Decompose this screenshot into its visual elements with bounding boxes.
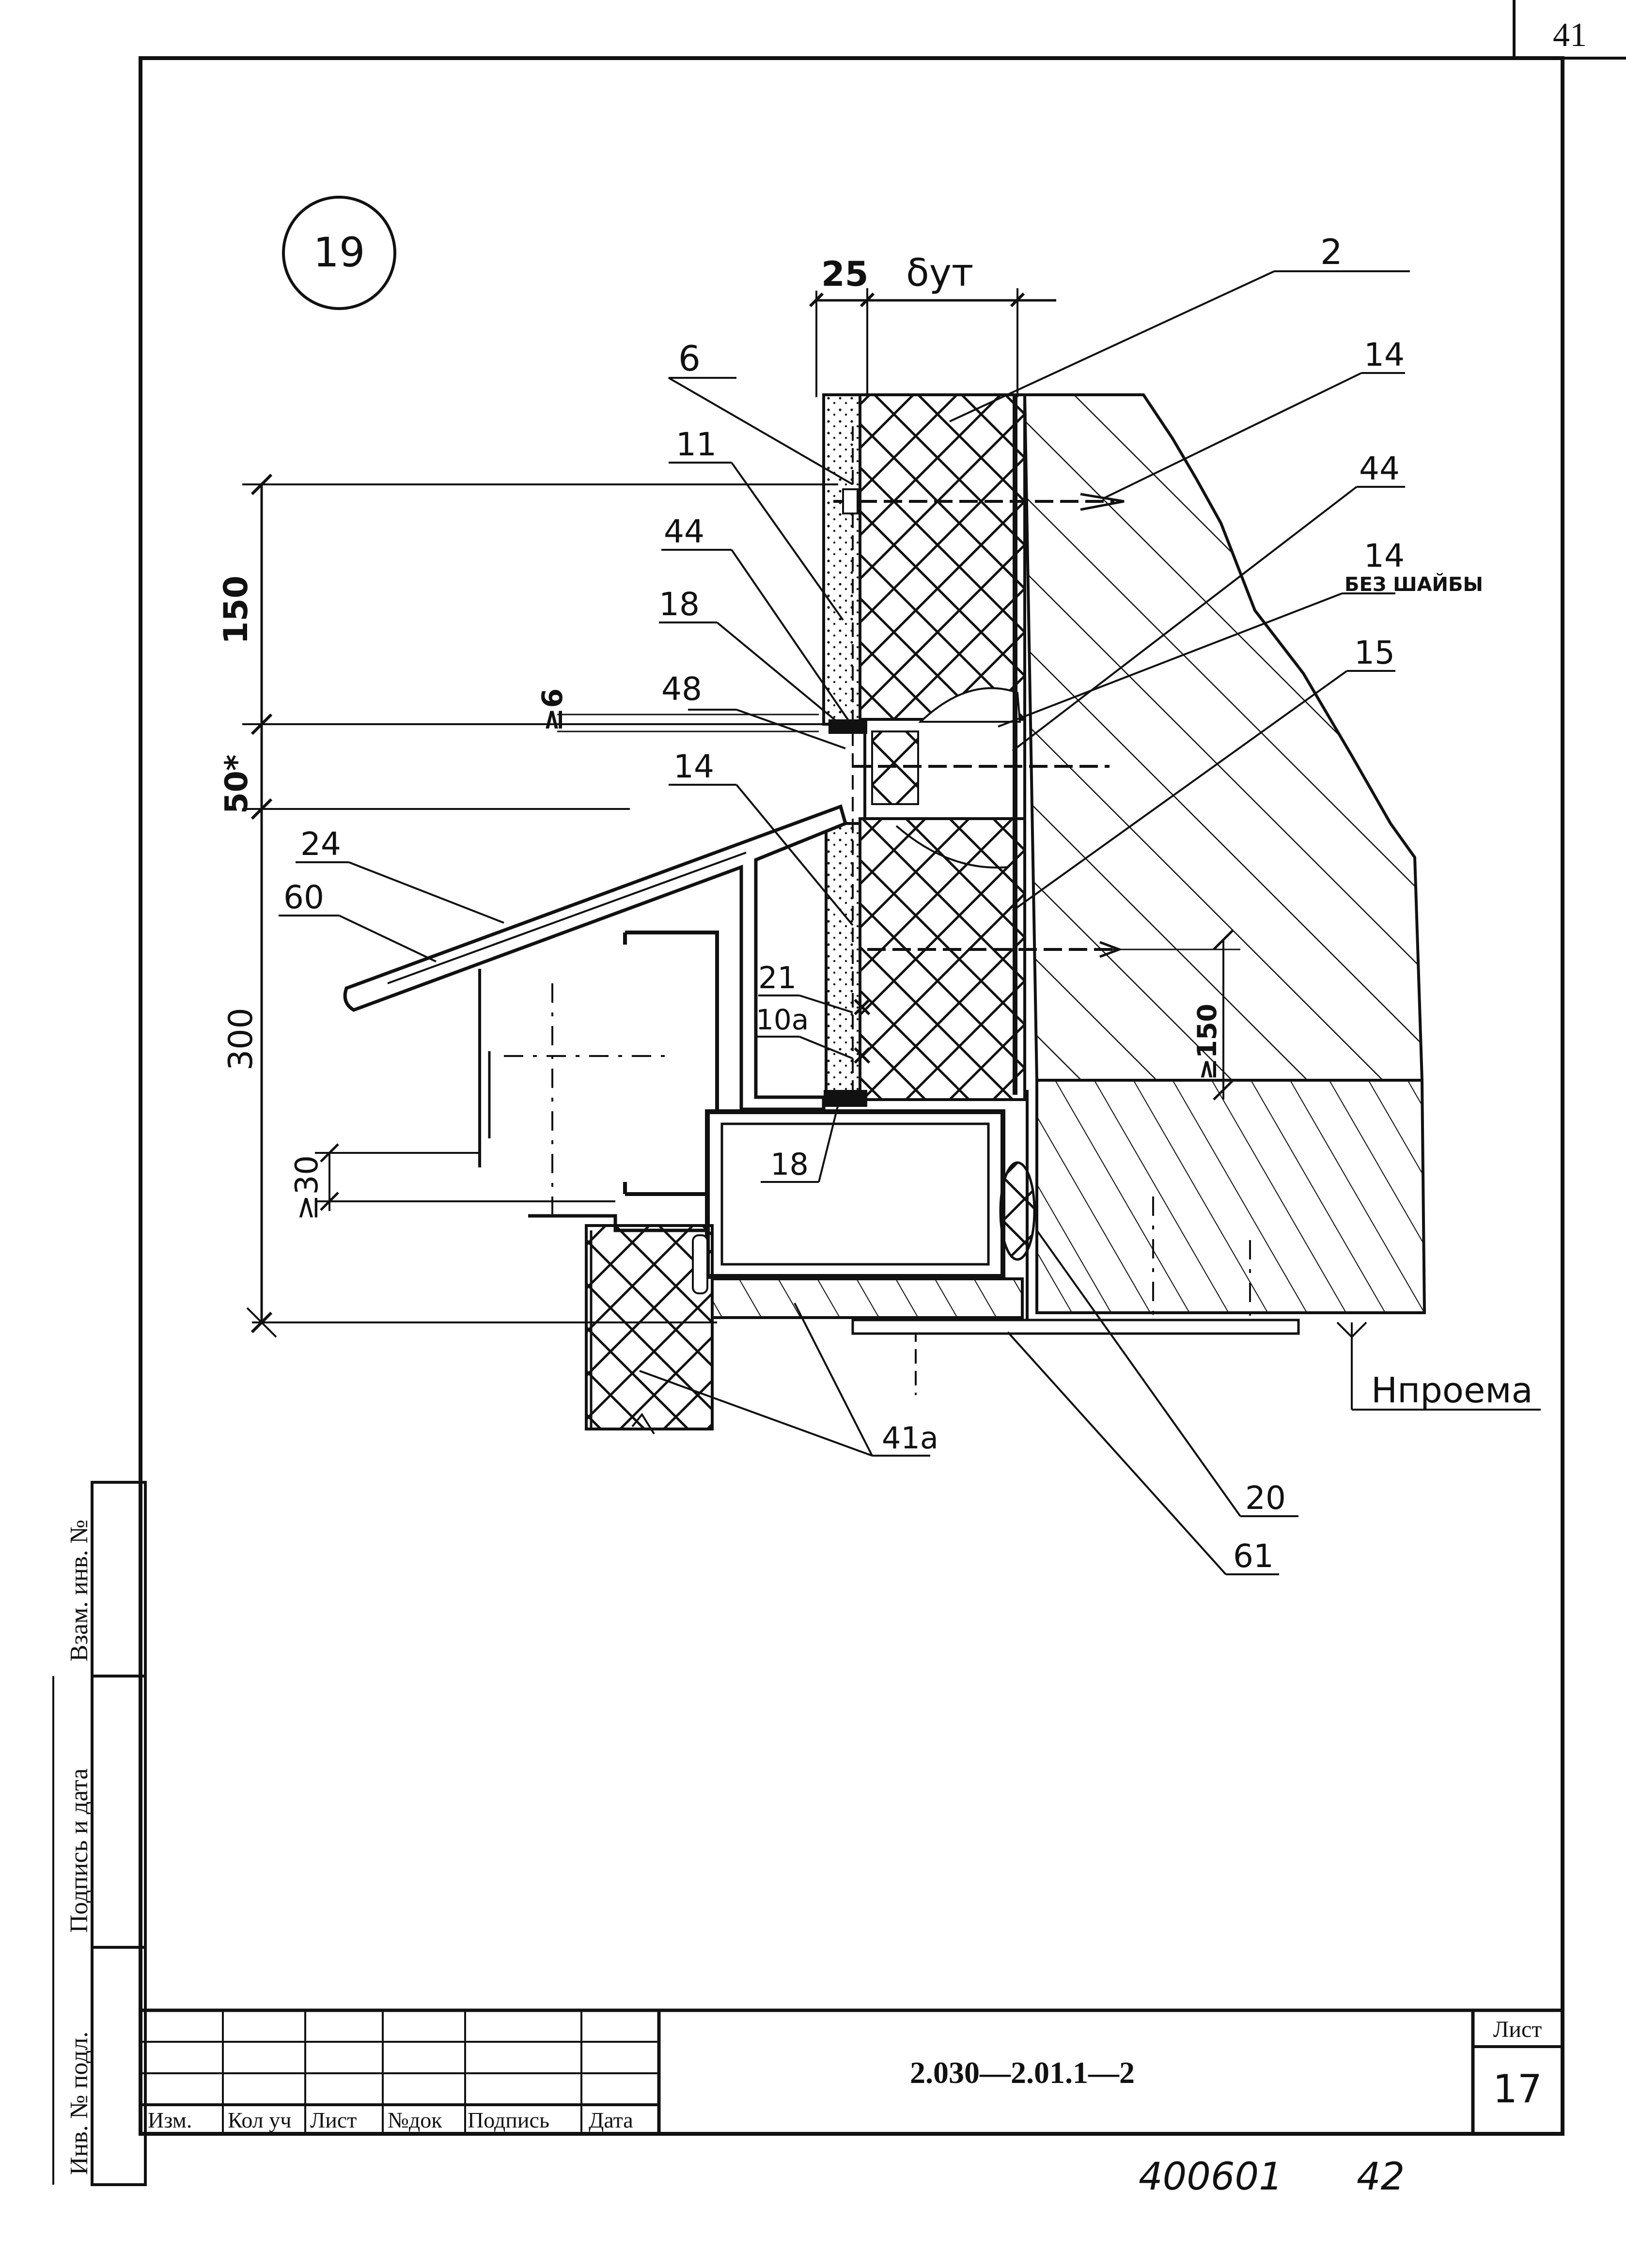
callout-11: 11 [676, 426, 717, 463]
callout-21: 21 [758, 960, 797, 995]
plaster-layer [822, 393, 867, 1107]
callout-41a: 41а [882, 1420, 938, 1456]
dim-150-right: ≥150 [1192, 1004, 1222, 1080]
title-block [141, 2008, 1563, 2134]
tb-kol-uch: Кол уч [228, 2108, 291, 2132]
tb-data: Дата [589, 2108, 633, 2132]
cross-mark-21: ✕ [850, 991, 874, 1024]
callout-18-top: 18 [659, 586, 700, 623]
page-number: 41 [1553, 16, 1587, 54]
side-stamp-podpis: Подпись и дата [65, 1769, 93, 1933]
callout-14-top: 14 [1364, 336, 1405, 373]
dim-300: 300 [222, 1008, 260, 1071]
flashing-sill [343, 804, 848, 1111]
list-number: 17 [1493, 2066, 1542, 2112]
sill-box [705, 1109, 1036, 1319]
callout-15: 15 [1354, 634, 1395, 671]
callout-48: 48 [661, 670, 702, 708]
callout-24: 24 [300, 825, 341, 863]
dim-150: 150 [217, 575, 255, 644]
tb-no-dok: №док [388, 2108, 442, 2132]
leader-lines [279, 270, 1410, 1575]
dim-30: ≥30 [289, 1155, 325, 1221]
tb-izm: Изм. [148, 2108, 192, 2132]
archive-number: 400601 [1139, 2155, 1283, 2199]
side-stamp [52, 1481, 147, 2186]
detail-circle [282, 196, 396, 310]
side-stamp-vzam: Взам. инв. № [65, 1520, 93, 1662]
anchor-bolts: ✕ ✕ [833, 488, 1125, 1072]
dimension-lines [242, 288, 1541, 1411]
callout-bez-shaiby: БЕЗ ШАЙБЫ [1345, 573, 1483, 596]
callout-60: 60 [283, 879, 324, 916]
detail-number: 19 [313, 229, 365, 276]
masonry-wall [1023, 393, 1426, 1327]
callout-44-right: 44 [1359, 450, 1400, 487]
callout-h-proema: Hпроема [1371, 1370, 1533, 1411]
tb-podpis: Подпись [468, 2108, 549, 2132]
dim-6: ≥6 [536, 688, 569, 731]
floor-plate [851, 1090, 1300, 1335]
callout-61: 61 [1233, 1538, 1274, 1575]
callout-14-mid: 14 [673, 748, 714, 785]
lower-wall-block [585, 1224, 917, 1435]
sheet-frame [139, 0, 1626, 2136]
document-code: 2.030—2.01.1—2 [910, 2055, 1135, 2090]
cross-mark-10a: ✕ [850, 1040, 874, 1072]
callout-20: 20 [1245, 1479, 1286, 1517]
list-label: Лист [1493, 2017, 1542, 2042]
insulation [859, 393, 1026, 1101]
callout-2: 2 [1320, 232, 1343, 272]
dim-d-ut: δут [906, 251, 973, 295]
tb-list: Лист [310, 2108, 357, 2132]
callout-18-bottom: 18 [770, 1147, 809, 1182]
dim-50: 50* [219, 754, 255, 814]
callout-44-left: 44 [664, 513, 704, 550]
callout-14-bez: 14 [1364, 537, 1405, 575]
window-frame [478, 931, 719, 1232]
archive-suffix: 42 [1357, 2155, 1405, 2199]
dim-25: 25 [821, 254, 868, 294]
callout-6: 6 [678, 338, 701, 379]
side-stamp-inv: Инв. № подл. [65, 2032, 93, 2175]
callout-10a: 10а [756, 1003, 809, 1036]
